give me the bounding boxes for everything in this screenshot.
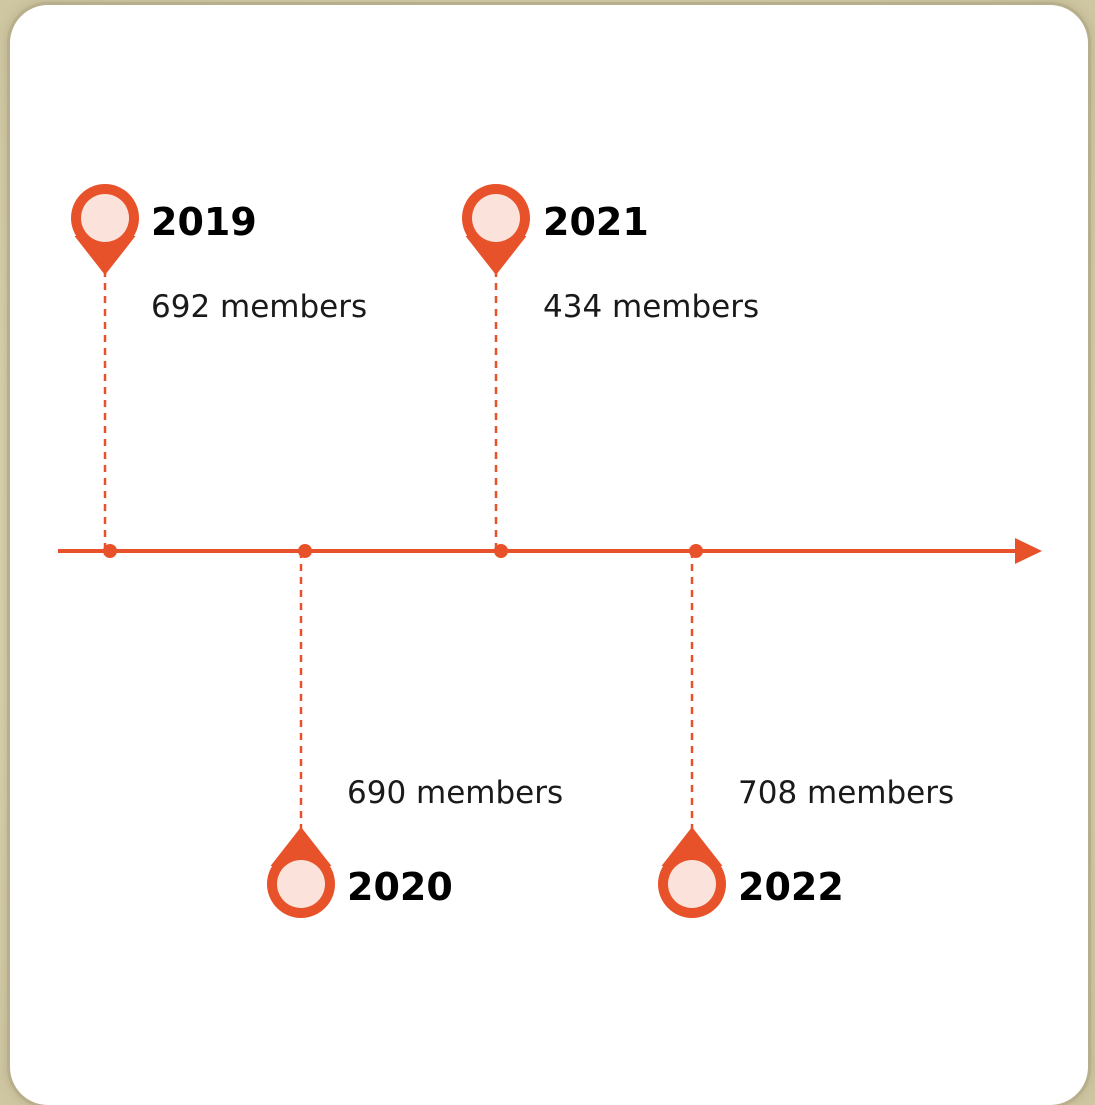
axis-dot-2021 [494,544,508,558]
year-label-2019: 2019 [151,200,257,244]
members-count-2022: 708 members [738,775,955,811]
year-label-2022: 2022 [738,865,844,909]
year-label-2021: 2021 [543,200,649,244]
timeline-arrowhead [1015,538,1042,564]
members-count-2019: 692 members [151,289,368,325]
axis-dot-2019 [103,544,117,558]
timeline-card [10,5,1088,1105]
map-pin-icon [658,827,726,918]
members-count-2020: 690 members [347,775,564,811]
map-pin-icon [462,184,530,275]
axis-dot-2020 [298,544,312,558]
year-label-2020: 2020 [347,865,453,909]
map-pin-icon [71,184,139,275]
map-pin-icon [267,827,335,918]
axis-dot-2022 [689,544,703,558]
members-count-2021: 434 members [543,289,760,325]
